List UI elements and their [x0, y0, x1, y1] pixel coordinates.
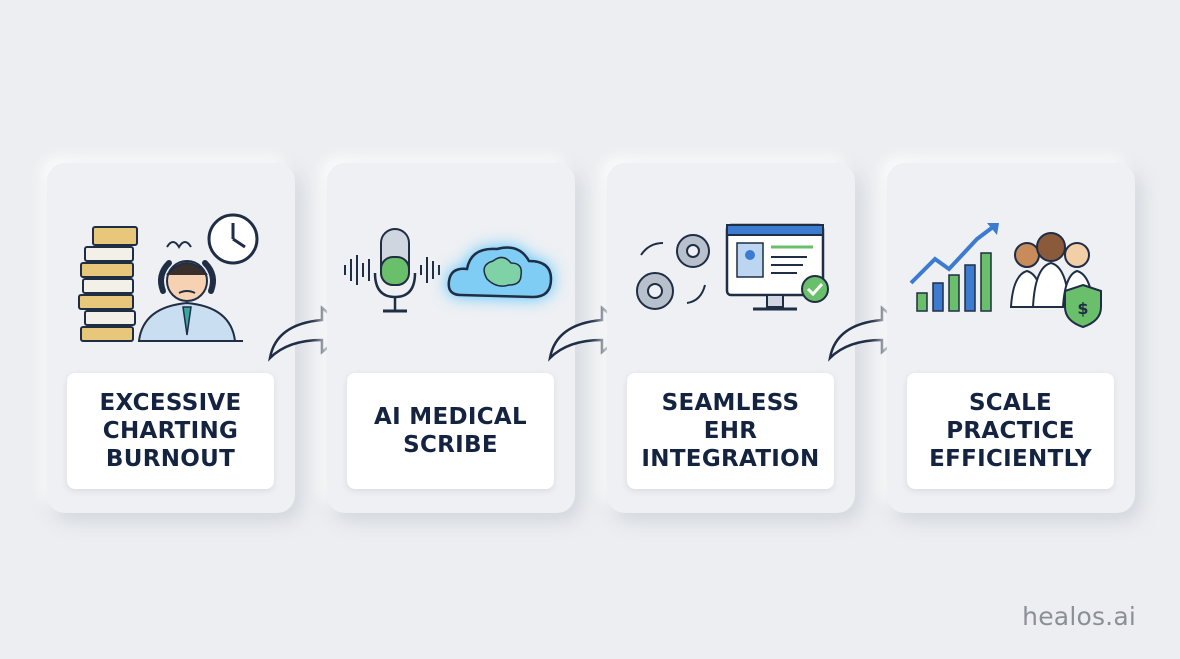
- growth-chart-icon: [909, 223, 999, 312]
- brand-watermark: healos.ai: [1022, 602, 1136, 631]
- microphone-icon: [373, 228, 417, 313]
- step-label: EXCESSIVE CHARTING BURNOUT: [99, 390, 242, 472]
- ehr-monitor-icon: [725, 223, 825, 311]
- sound-wave-icon: [344, 255, 440, 285]
- step-card-ehr: SEAMLESS EHR INTEGRATION: [607, 163, 855, 513]
- checkmark-icon: [801, 275, 829, 303]
- shield-dollar-icon: $: [1064, 283, 1102, 329]
- scale-illustration: $: [909, 223, 1102, 329]
- step-label: SCALE PRACTICE EFFICIENTLY: [929, 390, 1092, 472]
- burnout-illustration: [78, 213, 259, 342]
- stressed-doctor-icon: [137, 241, 243, 342]
- step-label-box: EXCESSIVE CHARTING BURNOUT: [67, 373, 274, 489]
- step-card-ai-scribe: AI MEDICAL SCRIBE: [327, 163, 575, 513]
- step-label-box: SEAMLESS EHR INTEGRATION: [627, 373, 834, 489]
- step-label-box: SCALE PRACTICE EFFICIENTLY: [907, 373, 1114, 489]
- step-card-scale: $ SCALE PRACTICE EFFICIENTLY: [887, 163, 1135, 513]
- cloud-brain-icon: [447, 246, 553, 299]
- step-label: SEAMLESS EHR INTEGRATION: [641, 390, 820, 472]
- step-label: AI MEDICAL SCRIBE: [374, 404, 527, 458]
- ehr-illustration: [636, 223, 829, 311]
- step-card-burnout: EXCESSIVE CHARTING BURNOUT: [47, 163, 295, 513]
- scribe-illustration: [344, 228, 553, 313]
- clock-icon: [207, 213, 259, 265]
- svg-text:$: $: [1077, 299, 1088, 318]
- gears-icon: [636, 234, 710, 310]
- paper-stack-icon: [78, 226, 138, 342]
- step-label-box: AI MEDICAL SCRIBE: [347, 373, 554, 489]
